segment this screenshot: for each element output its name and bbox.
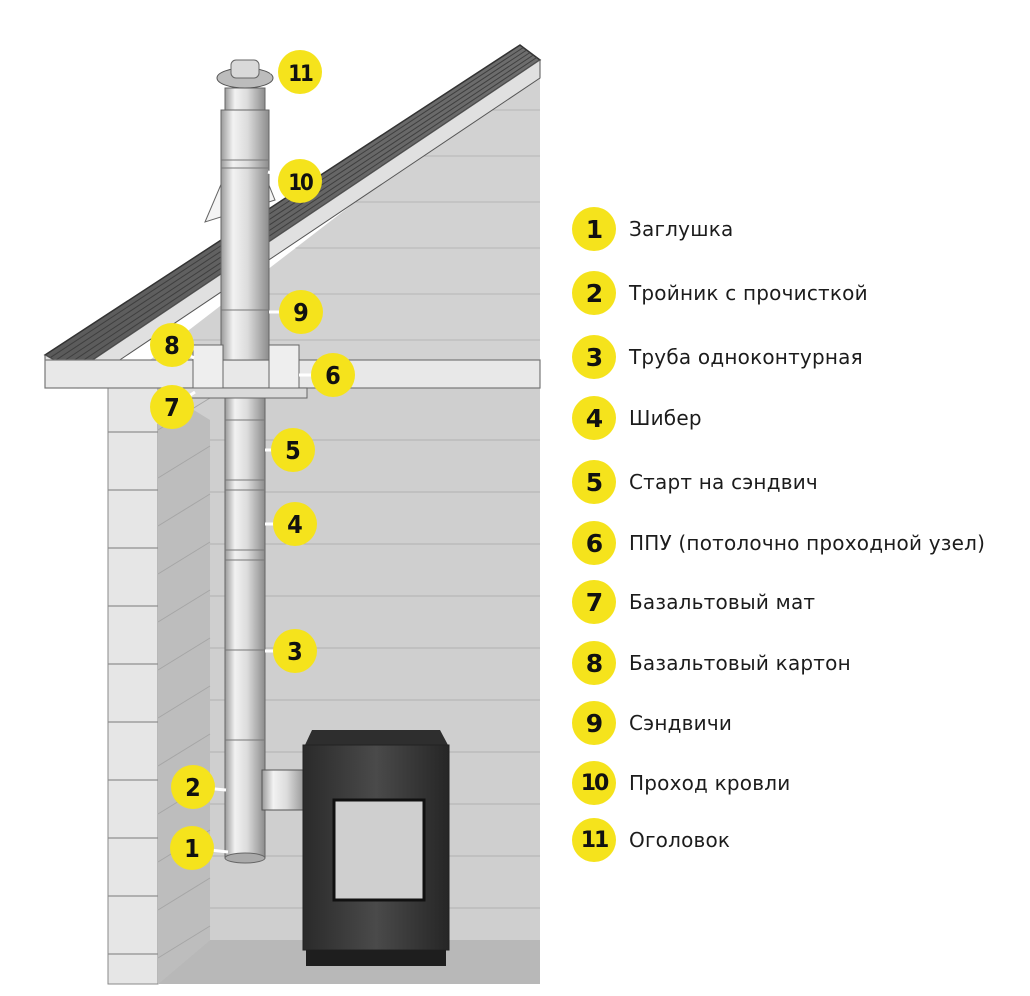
legend-label: Базальтовый картон bbox=[629, 651, 851, 675]
callout-number: 10 bbox=[288, 171, 313, 196]
callout-number: 3 bbox=[287, 637, 303, 666]
callout-number: 5 bbox=[285, 436, 301, 465]
siding-line bbox=[64, 54, 534, 367]
callout-number: 1 bbox=[184, 834, 200, 863]
callout-number: 8 bbox=[164, 331, 180, 360]
legend-number: 9 bbox=[572, 701, 616, 745]
callout-badge bbox=[273, 502, 317, 546]
legend-label: Тройник с прочисткой bbox=[629, 281, 868, 305]
siding-line bbox=[157, 445, 211, 479]
callout-number: 11 bbox=[288, 62, 313, 87]
legend-item: 11 Оголовок bbox=[572, 817, 730, 863]
siding-line bbox=[157, 493, 211, 527]
legend-item: 5 Старт на сэндвич bbox=[572, 459, 818, 505]
legend-number: 4 bbox=[572, 396, 616, 440]
legend-item: 3 Труба одноконтурная bbox=[572, 334, 863, 380]
legend-label: Шибер bbox=[629, 406, 702, 430]
legend-number: 1 bbox=[572, 207, 616, 251]
callout-badge bbox=[150, 323, 194, 367]
legend-item: 4 Шибер bbox=[572, 395, 702, 441]
legend-item: 9 Сэндвичи bbox=[572, 700, 732, 746]
legend-item: 8 Базальтовый картон bbox=[572, 640, 851, 686]
legend-number: 8 bbox=[572, 641, 616, 685]
siding-line bbox=[157, 589, 211, 623]
callout-badge bbox=[150, 385, 194, 429]
legend-label: Старт на сэндвич bbox=[629, 470, 818, 494]
siding-line bbox=[157, 925, 211, 959]
callout-badge bbox=[171, 765, 215, 809]
siding-line bbox=[157, 685, 211, 719]
legend-number: 7 bbox=[572, 580, 616, 624]
callout-number: 6 bbox=[325, 361, 341, 390]
diagram-callouts: 1 2 3 4 5 6 7 8 9 10 11 bbox=[150, 50, 355, 870]
callout-number: 9 bbox=[293, 298, 309, 327]
legend-number: 10 bbox=[572, 761, 616, 805]
chimney-pipe bbox=[220, 109, 270, 864]
chimney-diagram: 1 2 3 4 5 6 7 8 9 10 11 bbox=[43, 44, 542, 985]
siding-line bbox=[54, 49, 527, 362]
legend-item: 2 Тройник с прочисткой bbox=[572, 270, 868, 316]
siding-line bbox=[59, 52, 531, 364]
callout-badge bbox=[271, 428, 315, 472]
legend-label: Проход кровли bbox=[629, 771, 791, 795]
legend-label: Заглушка bbox=[629, 217, 734, 241]
callout-number: 7 bbox=[164, 393, 180, 422]
legend-item: 1 Заглушка bbox=[572, 206, 733, 252]
legend-label: Сэндвичи bbox=[629, 711, 733, 735]
callout-number: 4 bbox=[287, 510, 303, 539]
callout-badge bbox=[273, 629, 317, 673]
legend-number: 3 bbox=[572, 335, 616, 379]
siding-line bbox=[49, 47, 524, 359]
left-siding-wall bbox=[107, 387, 159, 985]
legend: 1 Заглушка 2 Тройник с прочисткой 3 Труб… bbox=[572, 0, 1022, 996]
legend-item: 7 Базальтовый мат bbox=[572, 579, 815, 625]
stove bbox=[261, 730, 450, 966]
legend-label: Труба одноконтурная bbox=[629, 345, 863, 369]
siding-line bbox=[157, 541, 211, 575]
siding-line bbox=[157, 877, 211, 911]
legend-number: 2 bbox=[572, 271, 616, 315]
callout-number: 2 bbox=[185, 773, 201, 802]
legend-item: 6 ППУ (потолочно проходной узел) bbox=[572, 520, 985, 566]
legend-number: 5 bbox=[572, 460, 616, 504]
callout-badge bbox=[278, 50, 322, 94]
ceiling-pass-unit bbox=[182, 344, 308, 399]
chimney-cap bbox=[216, 59, 274, 111]
callout-badge bbox=[170, 826, 214, 870]
legend-label: Оголовок bbox=[629, 828, 731, 852]
siding-line bbox=[69, 57, 537, 370]
siding-line bbox=[157, 733, 211, 767]
callout-badge bbox=[311, 353, 355, 397]
legend-label: ППУ (потолочно проходной узел) bbox=[629, 531, 986, 555]
legend-label: Базальтовый мат bbox=[629, 590, 816, 614]
siding-line bbox=[157, 637, 211, 671]
callout-badge bbox=[279, 290, 323, 334]
legend-number: 11 bbox=[572, 818, 616, 862]
legend-item: 10 Проход кровли bbox=[572, 760, 790, 806]
legend-number: 6 bbox=[572, 521, 616, 565]
callout-badge bbox=[278, 159, 322, 203]
